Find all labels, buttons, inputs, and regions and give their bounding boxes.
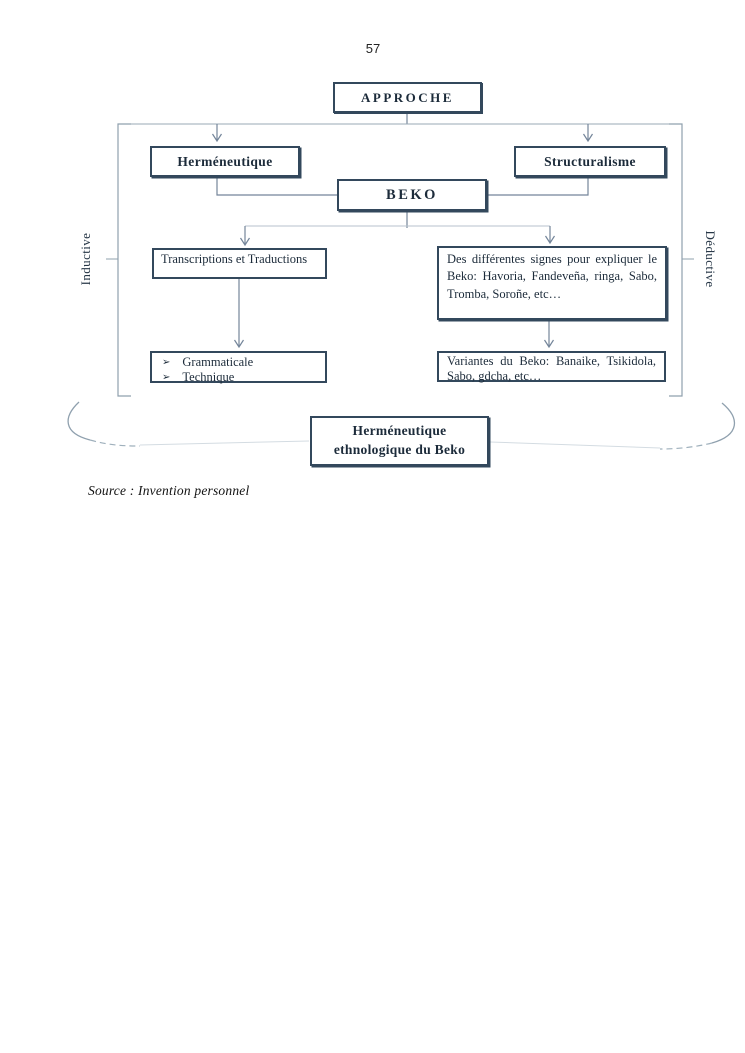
methode-item: ➢ Technique [162,370,319,385]
node-conclusion: Herméneutique ethnologique du Beko [310,416,489,466]
brace-tail-right [659,442,713,450]
node-beko: BEKO [337,179,487,211]
node-hermeneutique-label: Herméneutique [177,153,273,169]
arrow-bullet-icon: ➢ [162,357,171,368]
connector-herm-to-beko [216,177,337,196]
arrow-to-hermeneutique [211,124,223,143]
node-signes: Des différentes signes pour expliquer le… [437,246,667,320]
node-variantes: Variantes du Beko: Banaike, Tsikidola, S… [437,351,666,383]
side-label-deductive: Déductive [703,230,718,288]
brace-line-left [139,440,310,446]
node-approche: APPROCHE [333,82,482,113]
arrow-to-transcriptions [239,226,251,247]
node-approche-label: APPROCHE [361,89,454,105]
arrow-signes-to-variantes [543,320,555,349]
source-caption: Source : Invention personnel [88,483,250,498]
connector-struct-to-beko [488,177,589,196]
node-methode: ➢ Grammaticale ➢ Technique [150,351,327,385]
brace-curl-right [711,402,736,444]
methode-item: ➢ Grammaticale [162,355,319,370]
node-conclusion-label: Herméneutique ethnologique du Beko [333,423,466,457]
bracket-left [117,123,131,397]
brace-curl-left [67,401,91,441]
arrow-transcriptions-to-methode [233,279,245,349]
arrow-to-structuralisme [582,124,594,143]
side-label-inductive: Inductive [78,232,93,286]
node-beko-label: BEKO [386,186,438,203]
node-variantes-label: Variantes du Beko: Banaike, Tsikidola, S… [447,354,656,383]
node-structuralisme-label: Structuralisme [544,153,636,169]
brace-tail-left [89,439,141,447]
page-number: 57 [365,41,381,56]
node-signes-label: Des différentes signes pour expliquer le… [447,252,657,301]
node-transcriptions-label: Transcriptions et Traductions [161,252,308,266]
node-structuralisme: Structuralisme [514,146,666,177]
methode-item-label: Grammaticale [182,355,254,369]
brace-line-right [489,441,661,449]
methode-item-label: Technique [182,370,235,384]
node-transcriptions: Transcriptions et Traductions [152,248,327,279]
node-hermeneutique: Herméneutique [150,146,300,177]
bracket-right [669,123,683,397]
arrow-to-signes [544,226,556,245]
arrow-bullet-icon: ➢ [162,372,171,383]
